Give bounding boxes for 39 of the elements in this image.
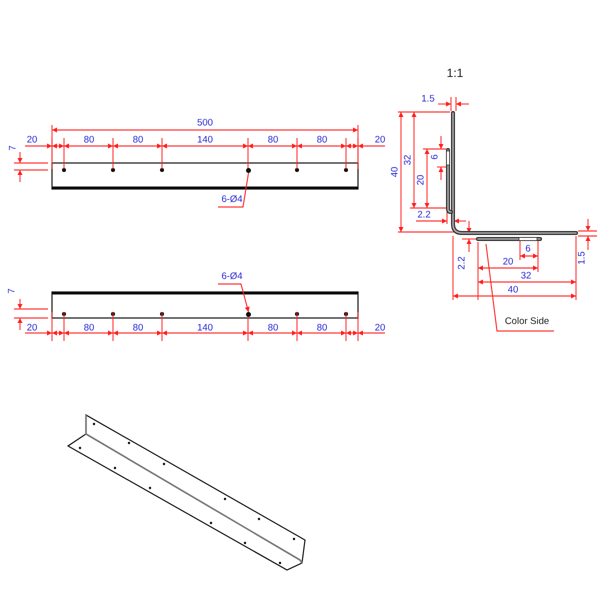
dimension-value: 7 [8,145,18,151]
dimension-value: 6 [525,244,531,254]
bracket-profile-drawing [444,108,580,244]
dimension-value: 2.2 [457,256,467,270]
leader-line [218,172,249,208]
dimension-value: 500 [197,118,213,128]
dimension-value: 6 [430,154,440,160]
scale-label: 1:1 [446,67,464,79]
dimension-value: 80 [84,135,94,145]
dimension-value: 20 [416,174,426,186]
dimension-value: 7 [7,288,17,294]
dimension-value: 80 [316,323,328,333]
leader-text: 6-Ø4 [218,271,246,283]
leader-line [218,284,250,312]
dimension-value: 1.5 [577,251,587,265]
hole [246,312,251,317]
dimension-value: 80 [268,323,278,333]
dimension-value: 20 [502,257,514,267]
dimension-value: 80 [316,135,328,145]
dimension-value: 20 [374,323,386,333]
leader-text: 6-Ø4 [218,194,246,206]
dimension-value: 80 [132,135,144,145]
dimension-value: 40 [508,285,518,295]
dimension-value: 80 [132,323,144,333]
dimension-value: 32 [520,271,532,281]
leader-text: Color Side [500,316,554,329]
dimension-value: 20 [374,135,386,145]
dimension-value: 140 [197,323,213,333]
dimension-value: 80 [268,135,278,145]
dimension-value: 2.2 [417,210,431,220]
leader-line [486,244,554,332]
dimension-value: 1.5 [421,94,435,104]
hole [246,168,251,173]
dimension-value: 140 [197,135,213,145]
dimension-value: 32 [403,154,413,166]
dimension-value: 20 [26,135,38,145]
dimension-value: 80 [84,323,94,333]
dimension-value: 20 [26,323,38,333]
dimension-value: 40 [390,166,400,178]
